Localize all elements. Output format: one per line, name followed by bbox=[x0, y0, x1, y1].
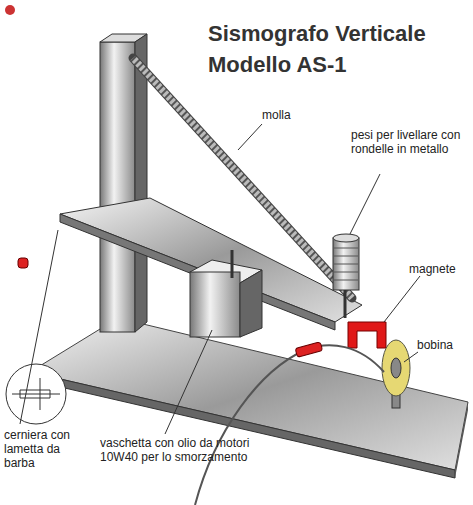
hinge-symbol bbox=[12, 378, 60, 410]
part-label: vaschetta con olio da motori 10W40 per l… bbox=[100, 436, 250, 464]
connector bbox=[295, 342, 322, 357]
column-side bbox=[135, 34, 147, 332]
column bbox=[100, 42, 135, 332]
leader-line bbox=[20, 230, 58, 424]
hinge-detail bbox=[6, 364, 66, 424]
spring bbox=[133, 58, 352, 298]
part-label: pesi per livellare con rondelle in metal… bbox=[351, 128, 469, 156]
title: Sismografo Verticale Modello AS-1 bbox=[208, 18, 458, 80]
coil-core bbox=[391, 358, 401, 378]
spring-outline bbox=[133, 58, 352, 298]
part-label: molla bbox=[262, 108, 322, 122]
weights-top bbox=[333, 234, 359, 242]
part-label: magnete bbox=[409, 262, 469, 276]
leader-line bbox=[384, 276, 420, 322]
base-edge bbox=[455, 402, 468, 478]
coil bbox=[382, 340, 410, 396]
part-label: bobina bbox=[417, 338, 469, 352]
leader-line bbox=[238, 124, 262, 150]
oil-box bbox=[190, 272, 240, 337]
wire bbox=[195, 345, 384, 505]
washers bbox=[334, 248, 358, 280]
leader-line bbox=[350, 174, 380, 234]
leader-line bbox=[404, 352, 418, 362]
knob bbox=[18, 258, 28, 268]
part-label: cerniera con lametta da barba bbox=[4, 428, 84, 470]
oil-box-side bbox=[240, 270, 262, 337]
paddle-rod bbox=[231, 250, 234, 278]
leader-line bbox=[165, 330, 212, 434]
logo bbox=[5, 5, 15, 15]
magnet bbox=[348, 322, 386, 348]
weights bbox=[333, 238, 359, 290]
